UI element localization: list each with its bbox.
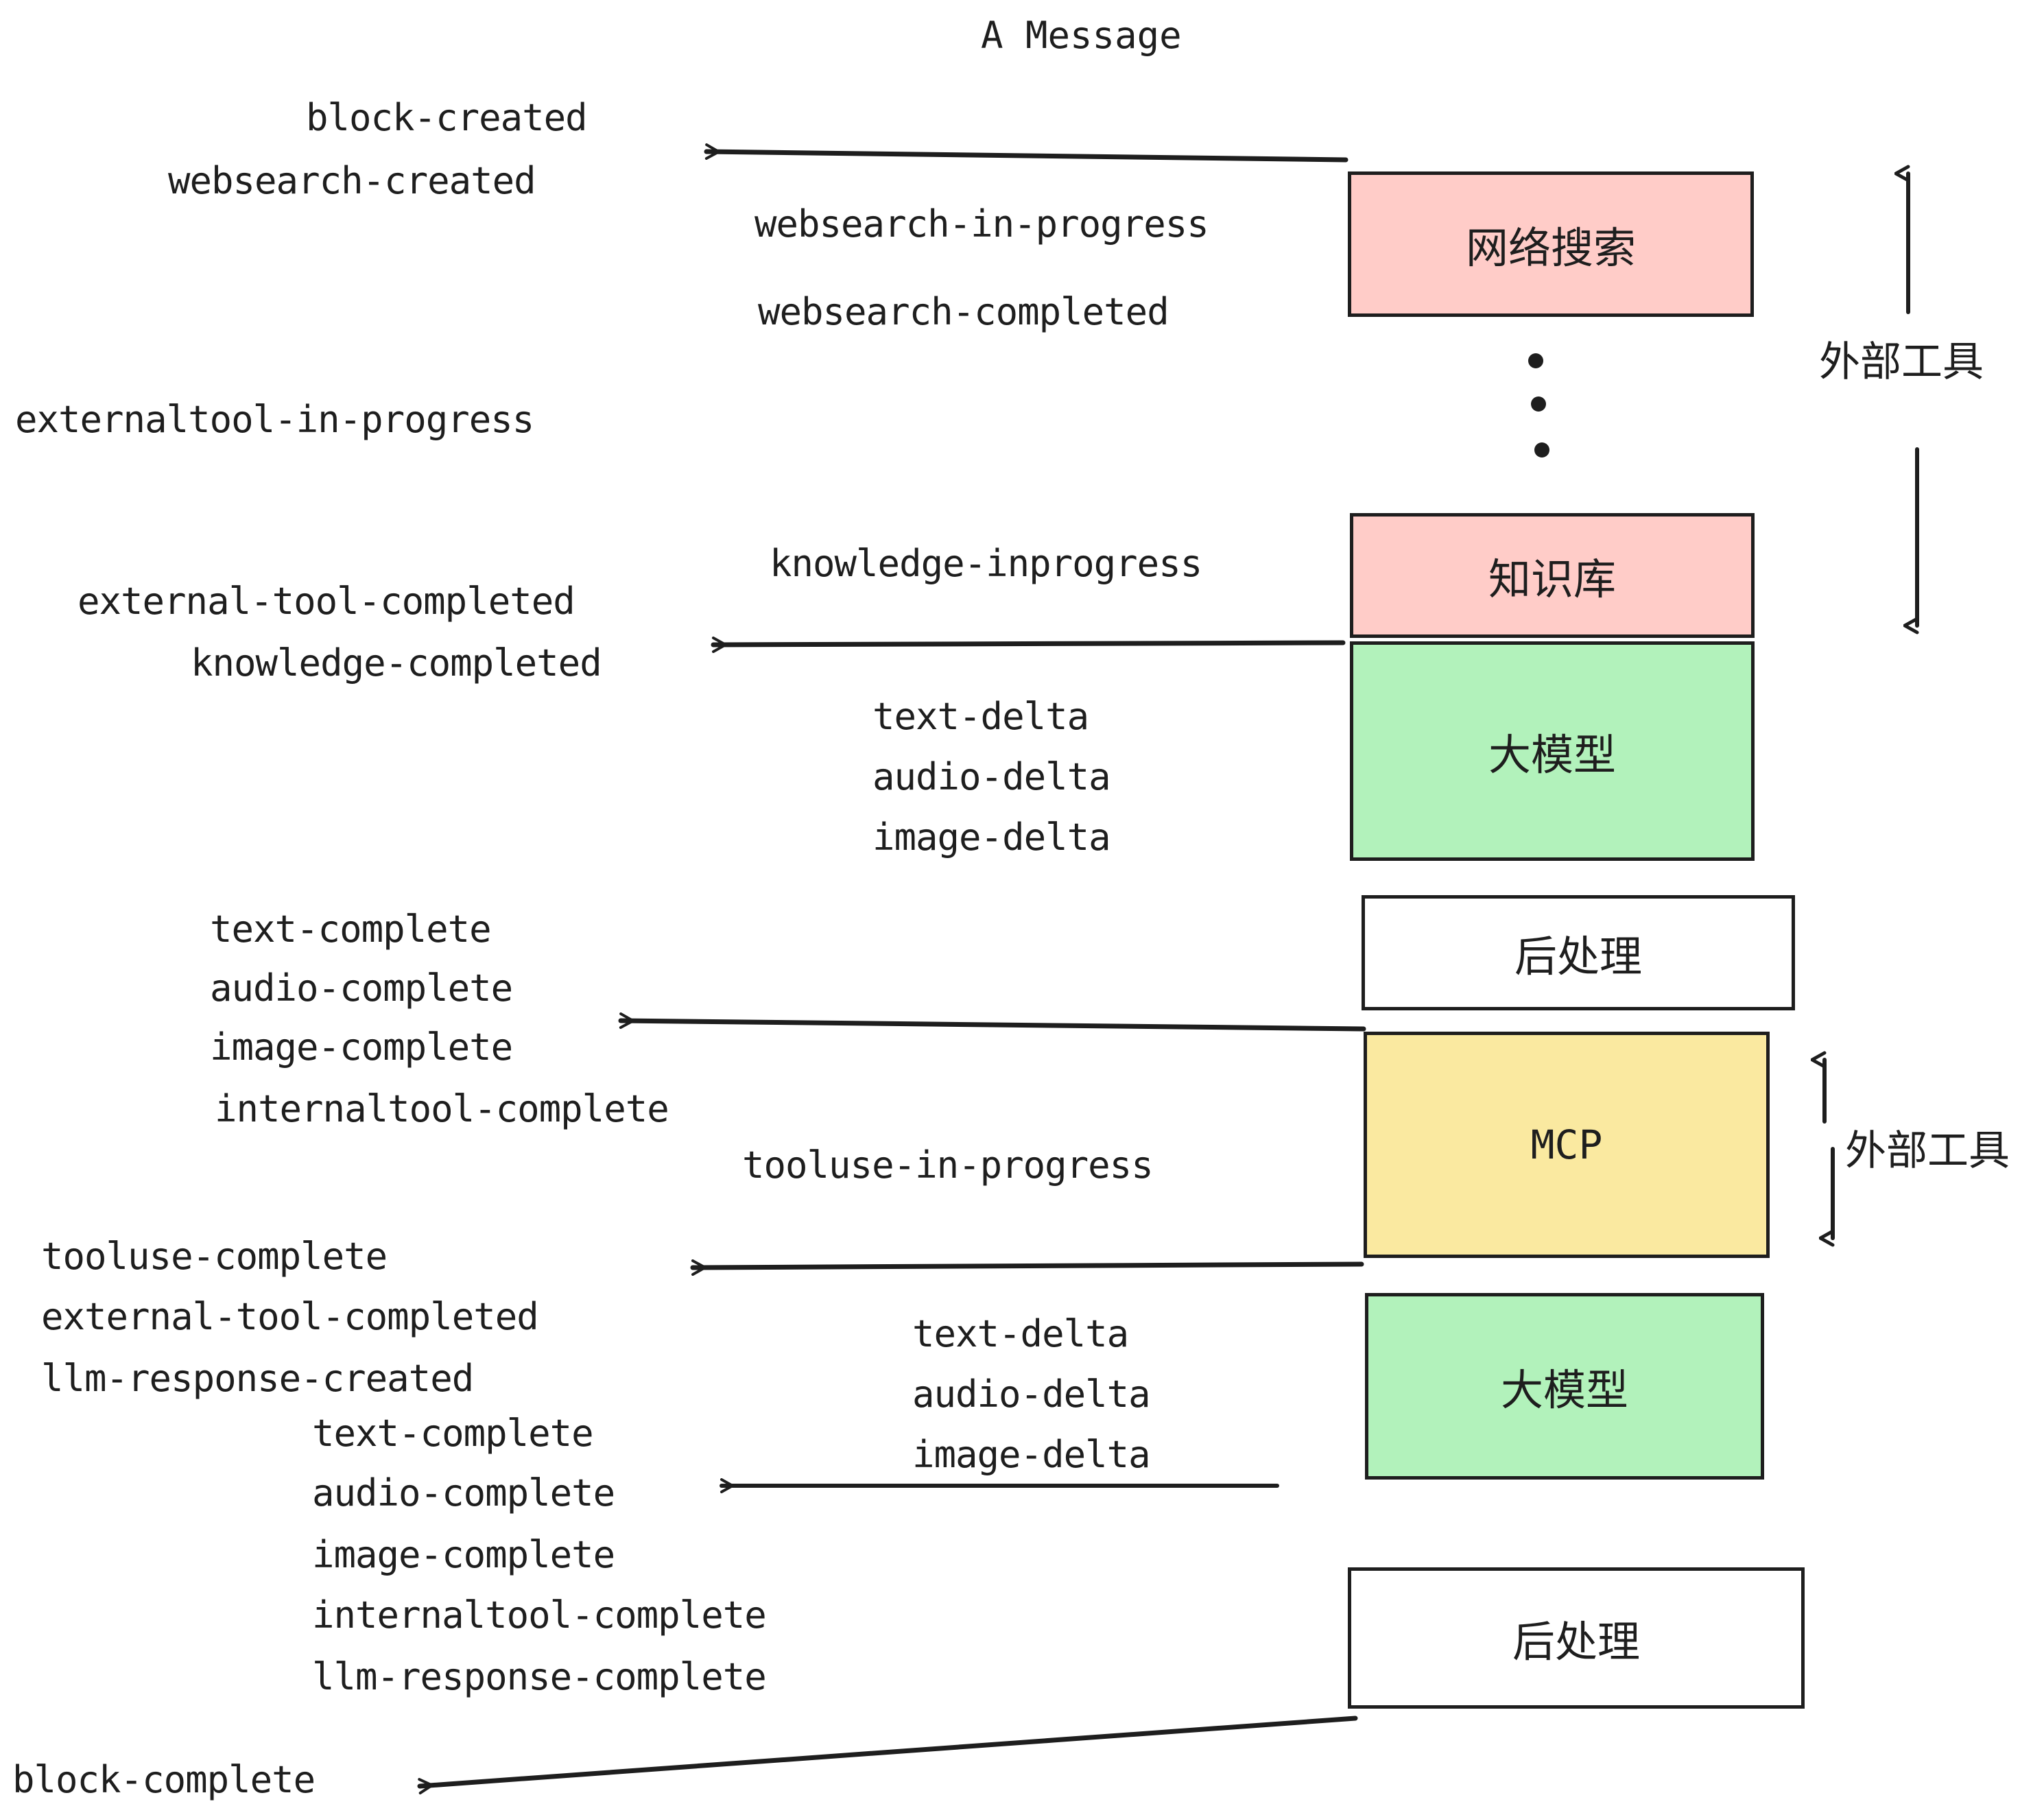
node-llm-2: 大模型 xyxy=(1365,1293,1764,1480)
label-audio-delta-2: audio-delta xyxy=(912,1373,1151,1416)
label-tooluse-in-progress: tooluse-in-progress xyxy=(742,1143,1154,1187)
diagram-title: A Message xyxy=(981,14,1182,57)
label-internaltool-complete-1: internaltool-complete xyxy=(215,1087,669,1130)
ellipsis-dot-3 xyxy=(1534,442,1549,458)
label-external-tool-completed-2: external-tool-completed xyxy=(41,1295,539,1338)
label-image-delta-2: image-delta xyxy=(912,1433,1151,1476)
annotation-external-tools-1: 外部工具 xyxy=(1819,338,1984,386)
label-llm-response-created: llm-response-created xyxy=(41,1357,474,1400)
node-postprocess-1: 后处理 xyxy=(1362,895,1795,1010)
node-mcp: MCP xyxy=(1364,1032,1770,1258)
label-image-complete-2: image-complete xyxy=(312,1533,615,1576)
label-websearch-in-progress: websearch-in-progress xyxy=(754,202,1209,246)
label-knowledge-completed: knowledge-completed xyxy=(191,641,602,685)
arrow-knowledge-to-completed xyxy=(711,637,1346,653)
label-audio-complete-1: audio-complete xyxy=(210,966,513,1010)
label-block-complete: block-complete xyxy=(12,1758,316,1801)
label-websearch-completed: websearch-completed xyxy=(758,290,1169,333)
label-audio-complete-2: audio-complete xyxy=(312,1471,615,1515)
label-text-complete-2: text-complete xyxy=(312,1412,594,1455)
arrow-mcp-to-tooluse-complete xyxy=(690,1259,1364,1276)
label-external-tool-completed-1: external-tool-completed xyxy=(78,580,575,623)
arrow-websearch-to-blockcreated xyxy=(704,143,1348,163)
node-websearch: 网络搜索 xyxy=(1348,171,1754,317)
node-llm-1: 大模型 xyxy=(1350,641,1755,861)
label-audio-delta-1: audio-delta xyxy=(872,755,1111,798)
label-text-delta-2: text-delta xyxy=(912,1312,1129,1355)
annotation-external-tools-2: 外部工具 xyxy=(1845,1127,2010,1175)
label-websearch-created: websearch-created xyxy=(168,159,536,202)
ellipsis-dot-2 xyxy=(1531,396,1546,412)
label-image-delta-1: image-delta xyxy=(872,816,1111,859)
label-externaltool-in-progress: externaltool-in-progress xyxy=(15,398,534,441)
label-image-complete-1: image-complete xyxy=(210,1025,513,1069)
node-knowledge-base: 知识库 xyxy=(1350,513,1755,638)
label-knowledge-inprogress: knowledge-inprogress xyxy=(770,542,1202,585)
label-llm-response-complete: llm-response-complete xyxy=(312,1655,767,1698)
label-text-complete-1: text-complete xyxy=(210,907,492,951)
label-block-created: block-created xyxy=(306,96,588,139)
label-text-delta-1: text-delta xyxy=(872,695,1089,738)
label-tooluse-complete: tooluse-complete xyxy=(41,1235,388,1278)
arrow-postprocess1-to-imagecomplete xyxy=(618,1012,1366,1032)
label-internaltool-complete-2: internaltool-complete xyxy=(312,1593,767,1637)
node-postprocess-2: 后处理 xyxy=(1348,1567,1805,1709)
ellipsis-dot-1 xyxy=(1528,353,1543,368)
arrow-postprocess2-to-blockcomplete xyxy=(417,1716,1358,1794)
